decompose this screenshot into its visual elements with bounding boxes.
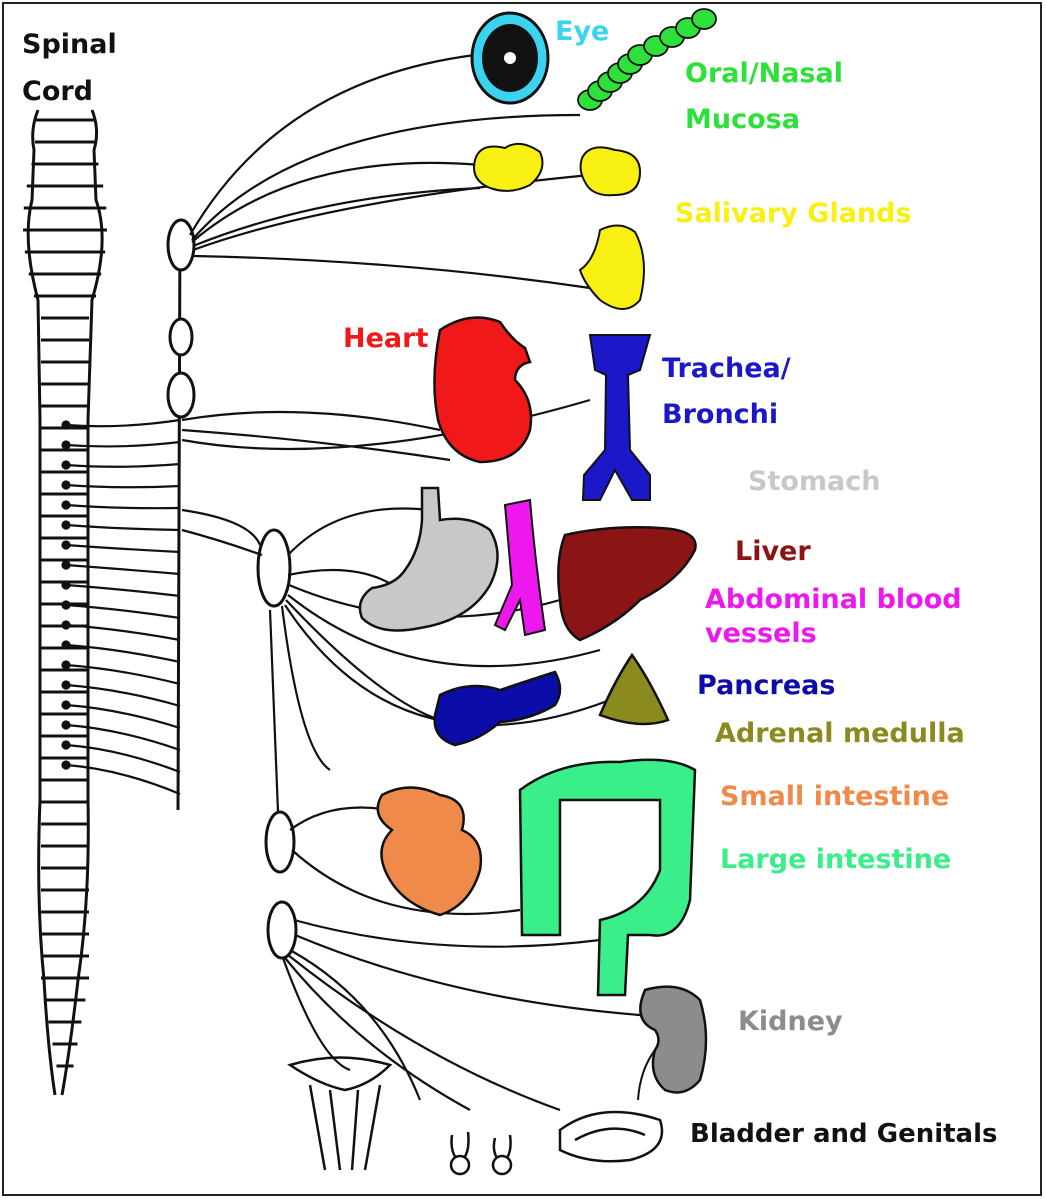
large-intestine-organ — [518, 758, 697, 997]
fiber-origin-dot — [61, 660, 71, 670]
ganglion-superior-mesenteric — [264, 810, 296, 874]
mucosa-bead — [691, 8, 717, 30]
label-trachea-line1: Trachea/ — [662, 353, 791, 384]
preganglionic-fiber — [65, 703, 181, 730]
label-vessels-line2: vessels — [705, 618, 817, 649]
labels: Spinal Cord Eye Oral/Nasal Mucosa Saliva… — [22, 16, 997, 1149]
preganglionic-fiber — [65, 462, 181, 468]
preganglionic-fiber — [65, 440, 181, 448]
fiber-origin-dot — [61, 580, 71, 590]
preganglionic-fiber — [65, 623, 181, 642]
preganglionic-fiber — [65, 723, 181, 752]
ganglion-superior-cervical — [166, 218, 196, 272]
spinal-cord — [23, 109, 107, 1096]
heart-organ — [433, 316, 533, 464]
label-vessels-line1: Abdominal blood — [705, 584, 962, 615]
preganglionic-fiber — [65, 583, 181, 598]
preganglionic-fiber — [65, 563, 181, 576]
fiber-origin-dot — [61, 760, 71, 770]
spinal-cord-right-edge — [60, 109, 104, 1096]
preganglionic-fiber — [65, 663, 181, 686]
preganglionic-fibers — [61, 418, 181, 796]
preganglionic-fiber — [65, 683, 181, 708]
label-trachea-line2: Bronchi — [662, 399, 778, 430]
preganglionic-fiber — [65, 763, 181, 796]
label-adrenal-medulla: Adrenal medulla — [715, 718, 965, 749]
fiber-origin-dot — [61, 420, 71, 430]
fiber-origin-dot — [61, 640, 71, 650]
label-salivary-glands: Salivary Glands — [675, 198, 912, 229]
label-bladder-genitals: Bladder and Genitals — [690, 1119, 997, 1149]
label-small-intestine: Small intestine — [720, 781, 949, 812]
fiber-origin-dot — [61, 740, 71, 750]
label-kidney: Kidney — [738, 1006, 843, 1037]
label-large-intestine: Large intestine — [720, 844, 951, 875]
trachea-bronchi-organ — [581, 334, 652, 501]
fiber-origin-dot — [61, 560, 71, 570]
oral-nasal-mucosa-organ — [577, 8, 717, 111]
preganglionic-fiber — [65, 543, 181, 554]
label-heart: Heart — [343, 323, 428, 354]
label-oral-nasal-line2: Mucosa — [685, 104, 800, 135]
ganglion-celiac — [256, 528, 292, 608]
fiber-origin-dot — [61, 520, 71, 530]
fiber-origin-dot — [61, 680, 71, 690]
eye-organ — [470, 11, 550, 105]
preganglionic-fiber — [65, 743, 181, 774]
label-eye: Eye — [555, 16, 609, 47]
postganglionic-fibers — [181, 53, 641, 1112]
spinal-cord-segments — [23, 118, 107, 1068]
label-spinal-cord-line2: Cord — [22, 76, 93, 107]
kidney-organ — [637, 985, 708, 1101]
preganglionic-fiber — [65, 603, 181, 620]
bladder-genitals-organ — [287, 1056, 664, 1176]
fiber-origin-dot — [61, 460, 71, 470]
preganglionic-fiber — [65, 523, 181, 532]
label-pancreas: Pancreas — [697, 670, 835, 701]
pancreas-organ — [433, 670, 562, 747]
preganglionic-fiber — [65, 483, 181, 489]
sympathetic-chain — [166, 218, 298, 960]
ganglion-inferior-cervical — [166, 371, 196, 419]
adrenal-medulla-organ — [598, 652, 670, 726]
small-intestine-organ — [376, 786, 483, 917]
ganglion-middle-cervical — [168, 317, 194, 357]
fiber-origin-dot — [61, 700, 71, 710]
preganglionic-fiber — [65, 418, 181, 428]
salivary-glands-organ — [473, 142, 645, 310]
fiber-origin-dot — [61, 540, 71, 550]
fiber-origin-dot — [61, 620, 71, 630]
fiber-origin-dot — [61, 480, 71, 490]
ganglion-inferior-mesenteric — [266, 900, 298, 960]
liver-organ — [557, 526, 697, 642]
label-stomach: Stomach — [748, 466, 880, 497]
label-liver: Liver — [735, 536, 811, 567]
fiber-origin-dot — [61, 440, 71, 450]
spinal-cord-left-edge — [26, 109, 57, 1096]
fiber-origin-dot — [61, 600, 71, 610]
preganglionic-fiber — [65, 643, 181, 664]
label-oral-nasal-line1: Oral/Nasal — [685, 58, 843, 89]
fiber-origin-dot — [61, 720, 71, 730]
stomach-organ — [358, 486, 499, 632]
abdominal-blood-vessels-organ — [493, 498, 547, 637]
label-spinal-cord-line1: Spinal — [22, 29, 117, 60]
preganglionic-fiber — [65, 503, 181, 510]
fiber-origin-dot — [61, 500, 71, 510]
